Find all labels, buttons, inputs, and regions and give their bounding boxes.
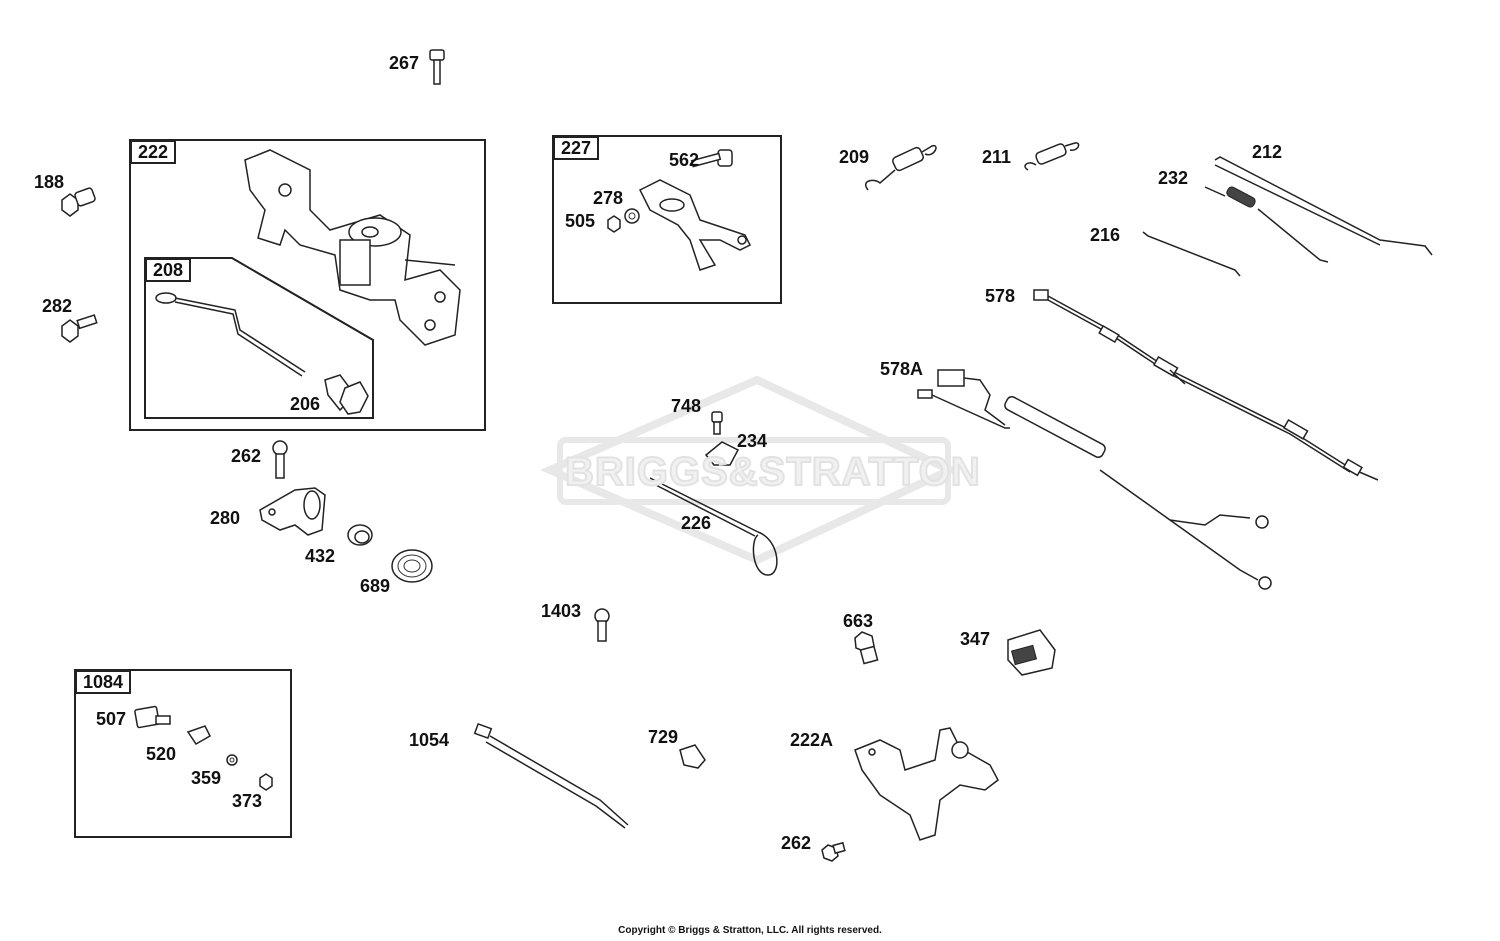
box-label-1084: 1084 — [75, 670, 132, 694]
part-label-234: 234 — [737, 431, 768, 451]
part-label-209: 209 — [839, 147, 870, 167]
part-label-520: 520 — [146, 744, 177, 764]
part-label-748: 748 — [671, 396, 702, 416]
screw-748-icon — [711, 411, 723, 435]
part-label-359: 359 — [191, 768, 222, 788]
rod-226-icon — [649, 477, 778, 576]
switch-347-icon — [1007, 629, 1056, 676]
part-label-262b: 262 — [781, 833, 812, 853]
part-label-216: 216 — [1090, 225, 1121, 245]
part-label-280: 280 — [210, 508, 241, 528]
part-label-562: 562 — [669, 150, 700, 170]
group-box-1084 — [74, 669, 292, 838]
part-label-347: 347 — [960, 629, 991, 649]
box-label-208: 208 — [145, 258, 192, 282]
bolt-188-icon — [61, 187, 96, 217]
connector-507-icon — [134, 705, 171, 729]
washer-359-icon — [226, 754, 238, 766]
part-label-206: 206 — [290, 394, 321, 414]
watermark-logo-shape — [539, 375, 960, 565]
nut-505-icon — [607, 215, 621, 233]
group-box-208 — [144, 257, 374, 419]
clip-729-icon — [679, 744, 706, 769]
part-label-663: 663 — [843, 611, 874, 631]
part-label-1403: 1403 — [541, 601, 582, 621]
part-label-729: 729 — [648, 727, 679, 747]
bracket-222-icon — [244, 149, 461, 346]
part-label-689: 689 — [360, 576, 391, 596]
bolt-663-icon — [854, 631, 879, 665]
part-label-282: 282 — [42, 296, 73, 316]
part-label-188: 188 — [34, 172, 65, 192]
part-label-507: 507 — [96, 709, 127, 729]
part-label-432: 432 — [305, 546, 336, 566]
spring-209-icon — [865, 144, 937, 191]
part-label-262: 262 — [231, 446, 262, 466]
watermark-text: BRIGGS&STRATTON — [564, 449, 981, 495]
part-label-267: 267 — [389, 53, 420, 73]
screw-1403-icon — [594, 608, 610, 642]
copyright-notice: Copyright © Briggs & Stratton, LLC. All … — [618, 925, 882, 936]
nut-373-icon — [259, 773, 273, 791]
part-label-226: 226 — [681, 513, 712, 533]
bolt-262b-icon — [821, 841, 846, 862]
rod-212-icon — [1214, 156, 1433, 256]
box-label-222: 222 — [130, 140, 177, 164]
part-label-578: 578 — [985, 286, 1016, 306]
bolt-262-icon — [272, 440, 288, 479]
wire-harness-578-icon — [1033, 289, 1379, 481]
bolt-267-icon — [429, 49, 445, 85]
part-label-232: 232 — [1158, 168, 1189, 188]
part-label-578A: 578A — [880, 359, 924, 379]
bolt-282-icon — [61, 314, 98, 343]
spring-211-icon — [1024, 142, 1080, 171]
part-label-505: 505 — [565, 211, 596, 231]
clip-234-icon — [704, 441, 740, 466]
rod-216-icon — [1142, 231, 1241, 277]
washer-278-icon — [624, 208, 640, 224]
bracket-280-icon — [259, 487, 326, 536]
spring-689-icon — [391, 549, 433, 583]
box-label-227: 227 — [553, 136, 600, 160]
part-label-222A: 222A — [790, 730, 834, 750]
part-label-373: 373 — [232, 791, 263, 811]
bracket-222A-icon — [854, 727, 999, 841]
spring-232-icon — [1204, 186, 1329, 263]
cable-tie-1054-icon — [473, 722, 629, 829]
clip-520-icon — [186, 725, 211, 745]
bolt-562-icon — [690, 149, 733, 168]
group-box-222 — [129, 139, 486, 431]
bracket-227-icon — [638, 179, 752, 271]
part-label-212: 212 — [1252, 142, 1283, 162]
bushing-432-icon — [347, 524, 373, 546]
part-label-211: 211 — [982, 147, 1012, 167]
part-label-278: 278 — [593, 188, 624, 208]
knob-206-icon — [324, 374, 369, 415]
wire-harness-578A-icon — [917, 369, 1272, 590]
part-label-1054: 1054 — [409, 730, 450, 750]
link-rod-208-icon — [155, 292, 306, 377]
group-box-227 — [552, 135, 782, 304]
